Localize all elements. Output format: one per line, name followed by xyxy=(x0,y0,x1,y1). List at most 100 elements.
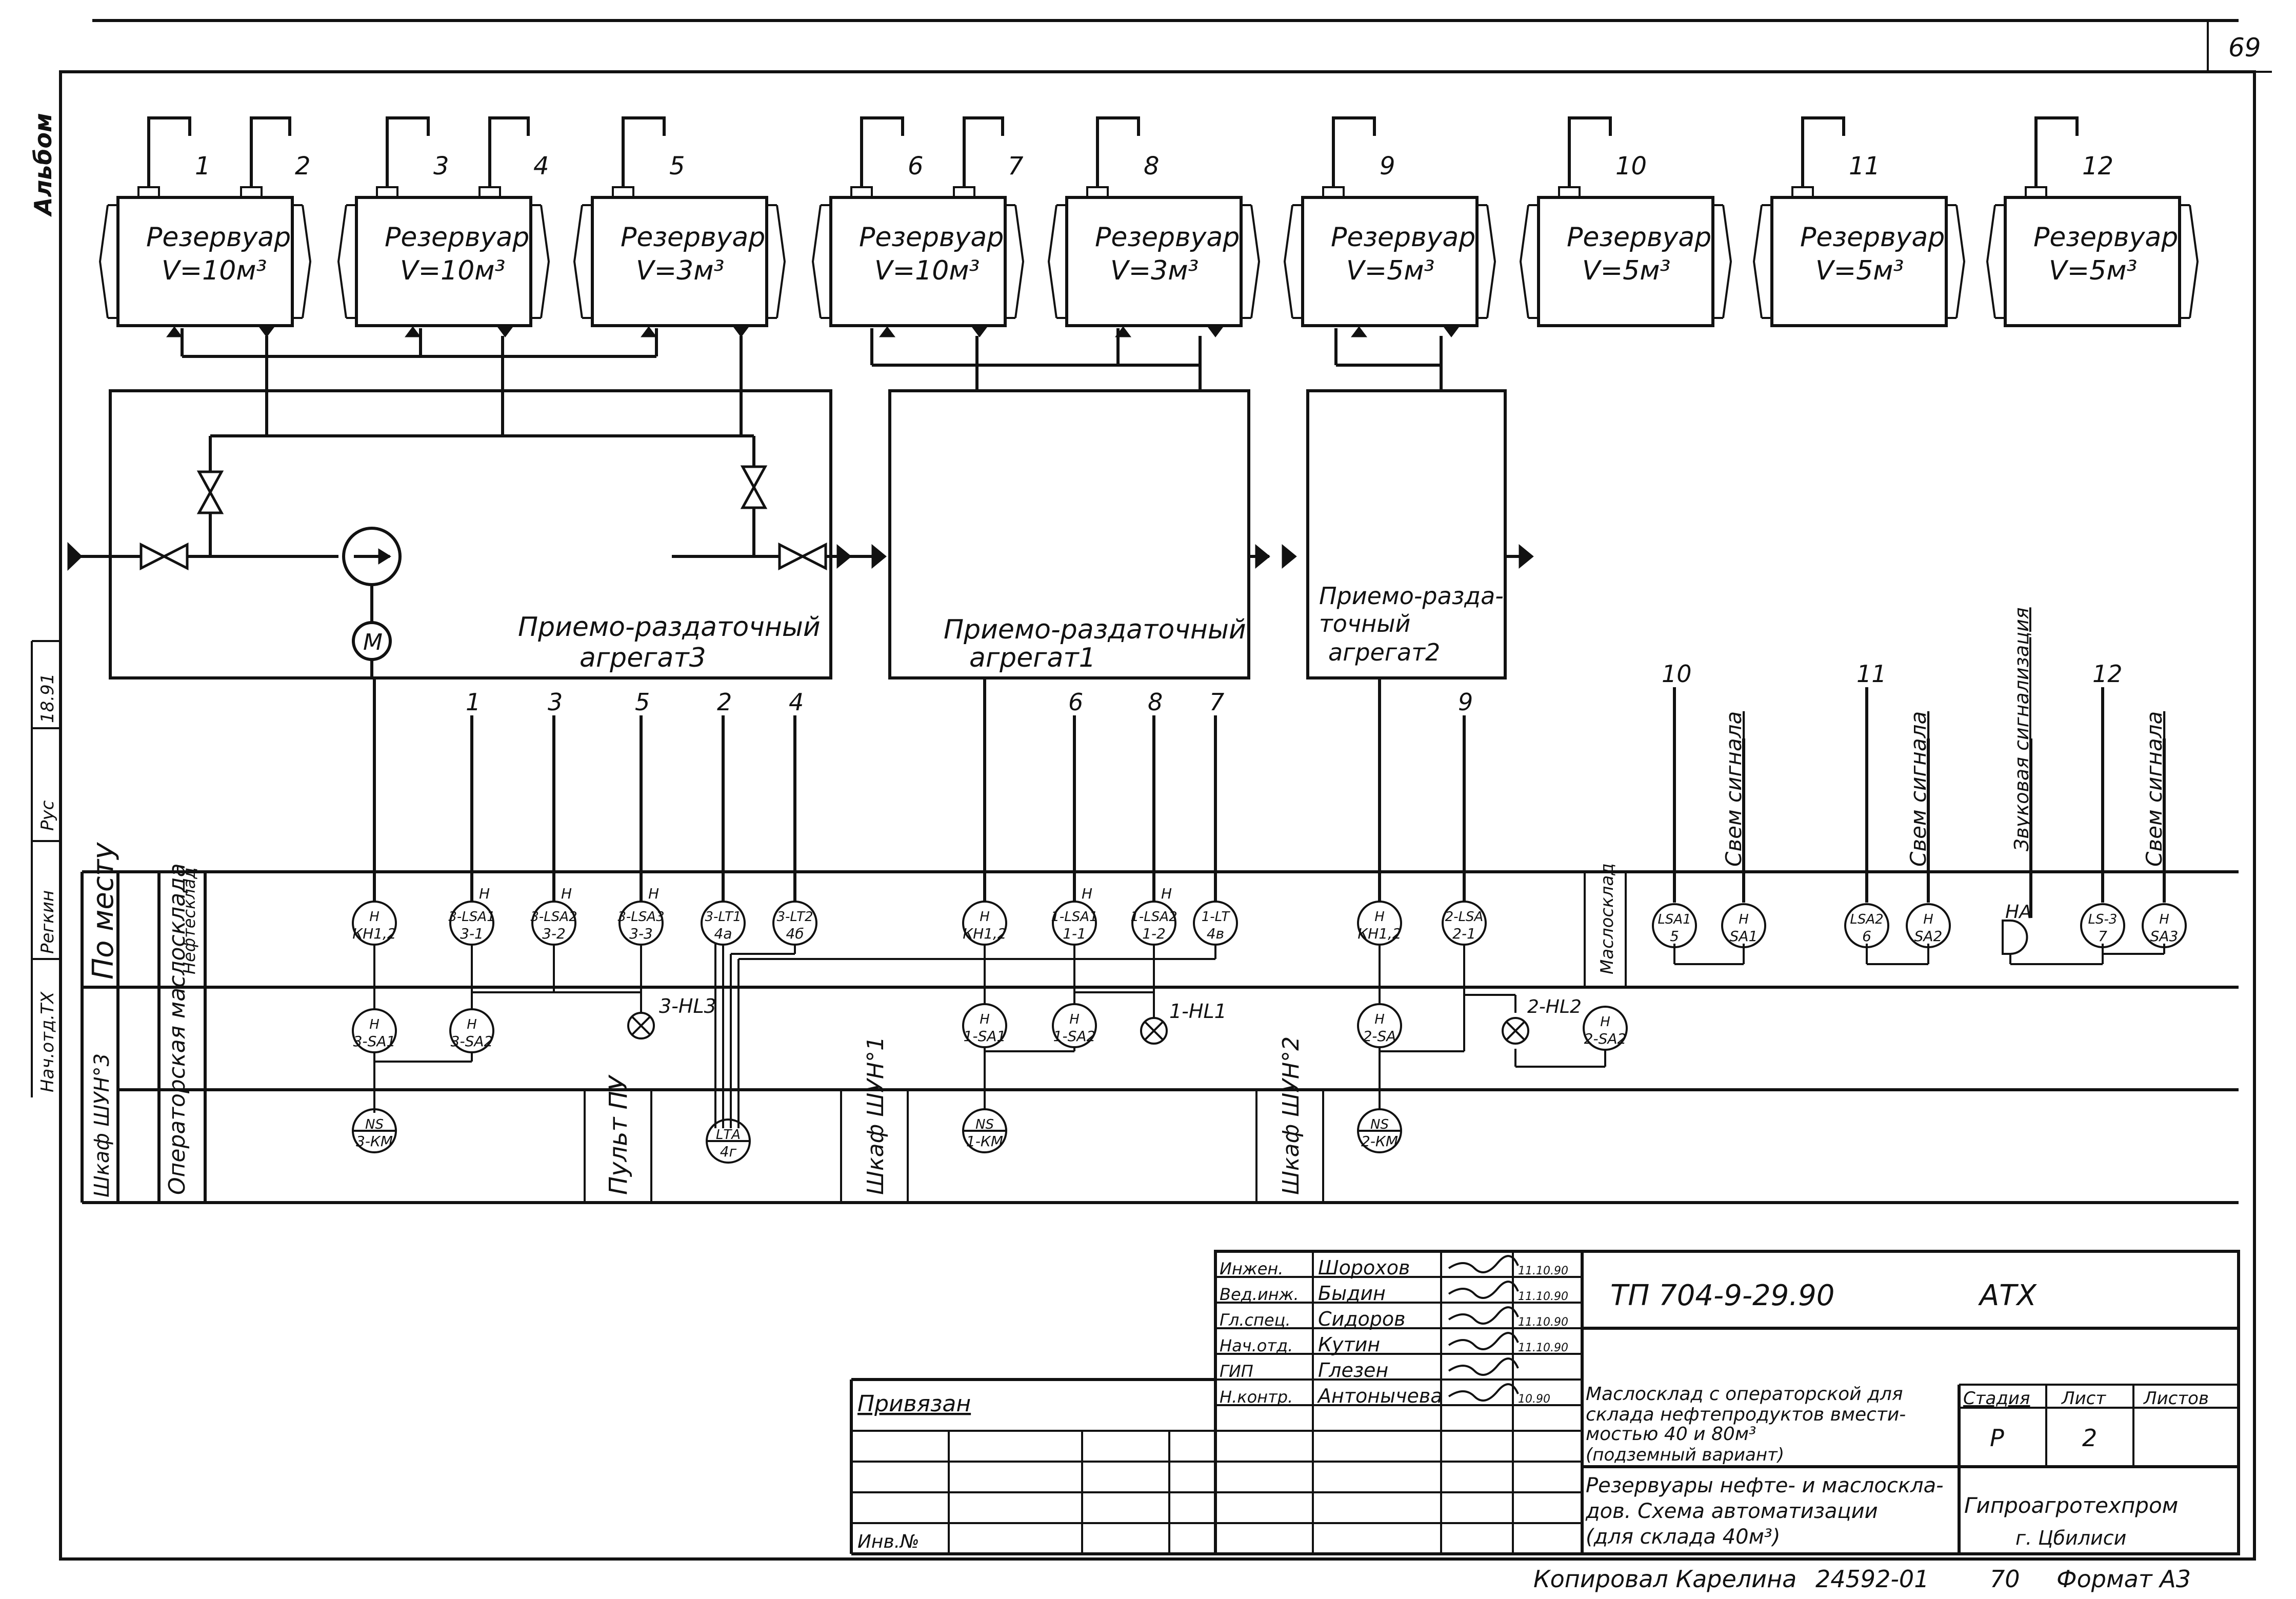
tank-extra-number-2: 7 xyxy=(1008,152,1024,181)
tank-extra-nozzle-1: 4 xyxy=(478,116,549,198)
instrument-4-tag: 3-LSA3 xyxy=(617,909,664,925)
name-2: Быдин xyxy=(1318,1282,1386,1305)
role-6: Н.контр. xyxy=(1220,1387,1293,1407)
tank-3-capacity: V=3м³ xyxy=(636,255,724,286)
doc-code: ТП 704-9-29.90 xyxy=(1610,1279,1834,1312)
sheet-title-2: дов. Схема автоматизации xyxy=(1585,1500,1878,1523)
inv-label: Инв.№ xyxy=(857,1531,920,1552)
tank-2-capacity: V=10м³ xyxy=(400,255,505,286)
instrument-14-tag: Н xyxy=(1739,912,1749,927)
instrument-3-tag: 3-LSA2 xyxy=(530,909,577,925)
org-city: г. Цбилиси xyxy=(2015,1527,2126,1549)
instrument-17-loop: 7 xyxy=(2098,928,2107,945)
stage-value: Р xyxy=(1990,1424,2004,1452)
date-4: 11.10.90 xyxy=(1518,1342,1568,1354)
tank-7-capacity: V=5м³ xyxy=(1582,255,1670,286)
instrument-22-tag: Н xyxy=(1069,1012,1080,1027)
instrument-5-loop: 4а xyxy=(714,925,732,942)
instrument-18-loop: SA3 xyxy=(2150,928,2179,945)
sheets-header: Листов xyxy=(2143,1388,2209,1409)
tank-group: 1РезервуарV=10м³3РезервуарV=10м³5Резерву… xyxy=(98,116,2199,337)
instrument-28-loop: 2-КМ xyxy=(1361,1133,1398,1150)
tank-8-capacity: V=5м³ xyxy=(1815,255,1904,286)
instrument-13-tag: LSA1 xyxy=(1658,912,1691,927)
instrument-13-loop: 5 xyxy=(1670,928,1679,945)
instrument-18-tag: Н xyxy=(2159,912,2169,927)
footer-format: Формат А3 xyxy=(2057,1565,2191,1593)
signal-label-4: Свем сигнала xyxy=(2142,711,2167,867)
instrument-9-tag: 1-LSA2 xyxy=(1130,909,1177,925)
instrument-21: Н1-SA1 xyxy=(962,1003,1007,1048)
row-cab2: Шкаф ШУН°2 xyxy=(1278,1036,1304,1195)
instrument-22: Н1-SA2 xyxy=(1052,1003,1097,1048)
sheet-value: 2 xyxy=(2082,1424,2097,1452)
instrument-27-tag: NS xyxy=(975,1117,994,1132)
instrument-12: 2-LSA2-1 xyxy=(1442,901,1487,946)
unit-3: Приемо-раздаточный агрегат3 xyxy=(109,389,832,679)
row-operator: Операторская маслосклада xyxy=(164,863,190,1195)
tank-extra-nozzle-2: 7 xyxy=(953,116,1024,198)
sheet-frame xyxy=(59,19,2272,1561)
footer: Копировал Карелина 24592-01 70 Формат А3 xyxy=(1533,1565,2191,1593)
name-6: Антонычева xyxy=(1316,1385,1443,1407)
stage-header: Стадия xyxy=(1963,1388,2030,1409)
unit-1: Приемо-раздаточный агрегат1 xyxy=(888,389,1250,679)
name-5: Глезен xyxy=(1318,1359,1388,1382)
name-3: Сидоров xyxy=(1318,1308,1406,1330)
name-1: Шорохов xyxy=(1318,1256,1410,1279)
row-cab3: Шкаф ШУН°3 xyxy=(90,1053,114,1197)
instrument-11-tag: Н xyxy=(1374,909,1385,925)
instrument-17: LS-37 xyxy=(2080,903,2125,948)
instrument-20-tag: Н xyxy=(467,1017,477,1032)
instrument-23-loop: 2-SA xyxy=(1363,1028,1396,1045)
line-no-11: 11 xyxy=(1856,660,1887,688)
unit-2-label-2: точный xyxy=(1319,610,1410,637)
instrument-28-tag: NS xyxy=(1370,1117,1389,1132)
footer-copied: Копировал Карелина xyxy=(1533,1565,1796,1593)
tank-7-title: Резервуар xyxy=(1567,222,1711,253)
date-1: 11.10.90 xyxy=(1518,1265,1568,1277)
instrument-19: Н3-SA1 xyxy=(352,1008,397,1053)
instrument-5-tag: 3-LT1 xyxy=(705,909,741,925)
tank-8-number: 11 xyxy=(1849,152,1880,181)
stamp-cell-4: 18.91 xyxy=(37,673,58,723)
stamp-cell-3: Рус xyxy=(37,800,58,831)
tank-1-title: Резервуар xyxy=(146,222,291,253)
role-3: Гл.спец. xyxy=(1220,1310,1291,1330)
instrument-23: Н2-SA xyxy=(1357,1003,1402,1048)
instrument-24-loop: 2-SA2 xyxy=(1584,1030,1627,1047)
tank-extra-nozzle-0: 2 xyxy=(240,116,311,198)
horn-ha: НА xyxy=(2002,902,2032,955)
lamp-2-hl2: 2-HL2 xyxy=(1502,996,1582,1045)
tank-9-number: 12 xyxy=(2082,152,2113,181)
tank-3-number: 5 xyxy=(669,152,685,181)
unit-2-label-1: Приемо-разда- xyxy=(1319,582,1504,610)
tank-6-number: 9 xyxy=(1380,152,1395,181)
unit-2-label-3: агрегат2 xyxy=(1328,638,1440,666)
tank-9-capacity: V=5м³ xyxy=(2049,255,2137,286)
page-number: 69 xyxy=(2228,33,2261,63)
lamp-3-hl3-label: 3-HL3 xyxy=(659,995,716,1017)
stamp-cell-2: Регкин xyxy=(37,890,58,954)
instrument-26-tag: LТА xyxy=(716,1127,741,1143)
instrument-9-over: Н xyxy=(1161,885,1172,902)
